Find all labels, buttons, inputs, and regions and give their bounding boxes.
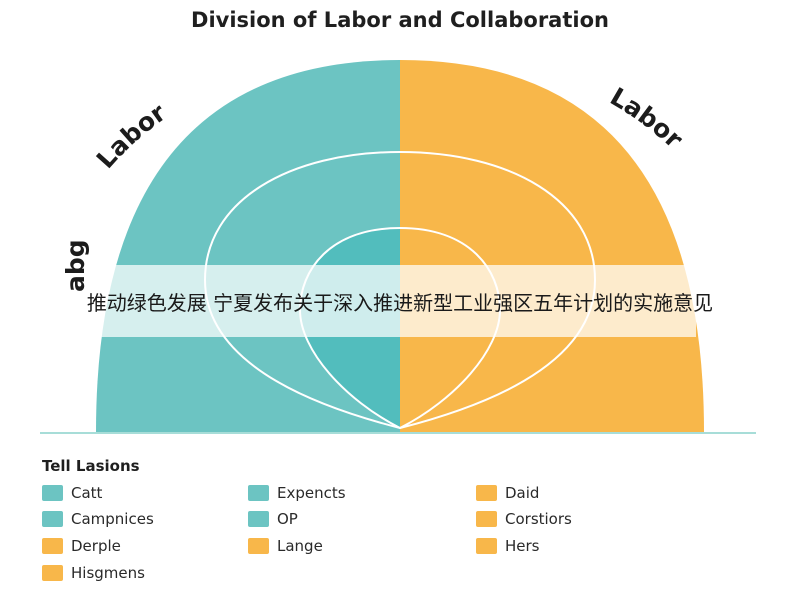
legend-swatch [42, 511, 63, 527]
legend-item: Hers [476, 537, 540, 555]
legend-swatch [476, 485, 497, 501]
legend-swatch [42, 565, 63, 581]
caption-band [100, 265, 696, 337]
legend-swatch [476, 511, 497, 527]
legend-label: Derple [71, 537, 121, 555]
right-half-orange [400, 60, 704, 432]
legend-label: Daid [505, 484, 540, 502]
legend-label: Hers [505, 537, 540, 555]
legend-swatch [248, 485, 269, 501]
legend-item: Lange [248, 537, 323, 555]
legend-label: Hisgmens [71, 564, 145, 582]
legend-label: OP [277, 510, 298, 528]
legend-swatch [476, 538, 497, 554]
side-label: abg [61, 239, 90, 292]
diagram-title: Division of Labor and Collaboration [191, 8, 609, 32]
overlay-caption: 推动绿色发展 宁夏发布关于深入推进新型工业强区五年计划的实施意见 [86, 291, 714, 315]
legend-swatch [248, 538, 269, 554]
legend-swatch [42, 485, 63, 501]
legend-swatch [42, 538, 63, 554]
legend-item: OP [248, 510, 298, 528]
legend-item: Derple [42, 537, 121, 555]
legend-item: Campnices [42, 510, 154, 528]
legend-label: Catt [71, 484, 103, 502]
legend-label: Lange [277, 537, 323, 555]
outer-ring-line [203, 150, 597, 430]
legend-item: Hisgmens [42, 564, 145, 582]
legend-item: Expencts [248, 484, 346, 502]
legend-swatch [248, 511, 269, 527]
legend-label: Campnices [71, 510, 154, 528]
legend-item: Daid [476, 484, 539, 502]
legend-label: Corstiors [505, 510, 572, 528]
legend-title: Tell Lasions [42, 457, 140, 475]
legend-item: Catt [42, 484, 102, 502]
legend-item: Corstiors [476, 510, 572, 528]
legend-label: Expencts [277, 484, 346, 502]
left-labor-label: Labor [91, 97, 172, 174]
inner-ring-line [298, 226, 502, 430]
